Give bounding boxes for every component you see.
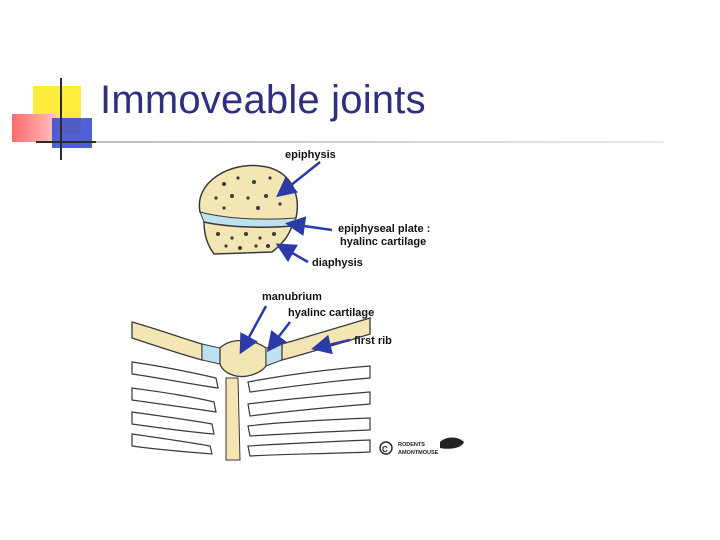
credit-symbol: C xyxy=(382,445,388,454)
credit-line-1: RODENTS xyxy=(398,442,425,448)
rib-cage xyxy=(131,317,371,461)
label-hyaline-cartilage-2: hyalinc cartilage xyxy=(288,307,374,319)
arrow-epiphysis xyxy=(276,161,321,198)
arrow-diaphysis xyxy=(275,243,309,264)
decor-blue-square xyxy=(52,118,92,148)
joint-illustration: epiphysis epiphyseal plate : hyalinc car… xyxy=(120,142,480,462)
arrow-first-rib xyxy=(311,334,351,355)
mouse-icon xyxy=(440,437,464,449)
slide-title: Immoveable joints xyxy=(100,78,426,122)
title-underline xyxy=(96,141,664,143)
decor-red-square xyxy=(12,114,56,142)
credit-line-2: AMONTMOUSE xyxy=(398,450,439,456)
label-epiphysis: epiphysis xyxy=(285,149,336,161)
arrow-manubrium xyxy=(239,305,268,355)
long-bone xyxy=(198,164,298,255)
label-hyaline-cartilage-1: hyalinc cartilage xyxy=(340,236,426,248)
label-diaphysis: diaphysis xyxy=(312,257,363,269)
joint-illustration-svg: epiphysis epiphyseal plate : hyalinc car… xyxy=(131,149,464,461)
label-first-rib: first rib xyxy=(354,335,392,347)
decor-horizontal-line xyxy=(36,141,98,143)
label-epiphyseal-plate: epiphyseal plate : xyxy=(338,223,430,235)
arrow-epiphyseal-plate xyxy=(285,216,333,237)
decor-vertical-line xyxy=(60,78,62,160)
credit-logo: C RODENTS AMONTMOUSE xyxy=(379,437,464,456)
arrow-hyaline-cartilage-2 xyxy=(266,321,291,352)
label-manubrium: manubrium xyxy=(262,291,322,303)
